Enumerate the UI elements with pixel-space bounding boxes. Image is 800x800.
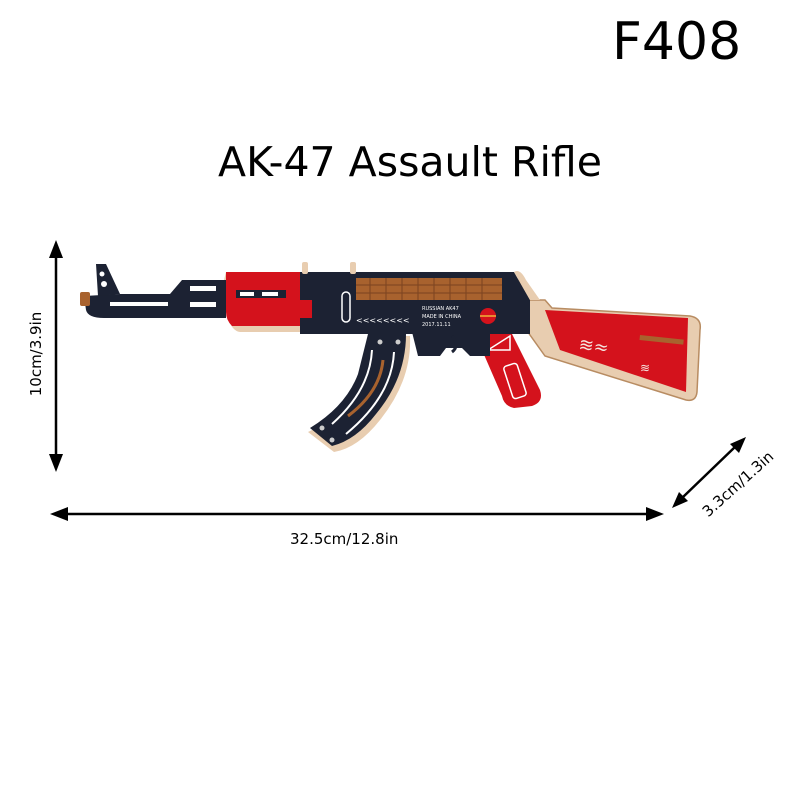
height-dimension-label: 10cm/3.9in: [27, 311, 45, 397]
engraving-line-3: 2017.11.11: [422, 322, 451, 328]
svg-text:≋: ≋: [640, 361, 650, 375]
engraving-line-2: MADE IN CHINA: [422, 314, 462, 320]
product-title: AK-47 Assault Rifle: [218, 138, 602, 186]
pistol-grip: [482, 330, 541, 408]
magazine: [308, 334, 411, 452]
svg-text:<<<<<<<<: <<<<<<<<: [356, 316, 410, 325]
engraving-line-1: RUSSIAN AK47: [422, 306, 459, 312]
receiver: <<<<<<<< RUSSIAN AK47 MADE IN CHINA 2017…: [300, 271, 540, 334]
depth-arrow: [672, 437, 746, 508]
model-code: F408: [612, 12, 742, 72]
height-arrow: [49, 240, 63, 472]
length-arrow: [50, 507, 664, 521]
svg-text:≋≈: ≋≈: [577, 334, 610, 359]
barrel: [80, 264, 226, 318]
stock: ≋≈ ≋: [503, 299, 702, 402]
handguard: [224, 272, 312, 332]
length-dimension-label: 32.5cm/12.8in: [290, 530, 399, 548]
